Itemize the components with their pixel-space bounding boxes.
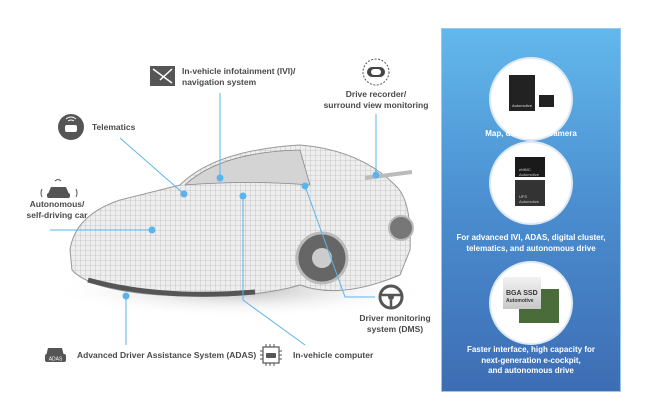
emmc-chip: eMMC Automotive: [515, 157, 545, 177]
telematics-label: Telematics: [92, 122, 136, 132]
caption-line: Map, dashboard camera: [485, 129, 577, 138]
chip-icon: [260, 344, 282, 366]
spoiler: [364, 170, 413, 180]
emmc-ufs-image: eMMC Automotive UFS Automotive: [489, 141, 573, 225]
telematics-icon: [58, 114, 84, 140]
adas-icon-text: ADAS: [49, 357, 63, 363]
caption-emmc-ufs: For advanced IVI, ADAS, digital cluster,…: [442, 233, 620, 254]
bga-automotive-text: Automotive: [506, 298, 534, 304]
microsd-card: [539, 95, 554, 107]
in-vehicle-computer-label: In-vehicle computer: [293, 350, 374, 360]
caption-line: next-generation e-cockpit,: [481, 355, 581, 365]
caption-line: telematics, and autonomous drive: [466, 243, 596, 253]
caption-sd: Map, dashboard camera: [442, 129, 620, 140]
recorder-label-line2: surround view monitoring: [323, 99, 429, 110]
recorder-label-line1: Drive recorder/: [345, 89, 407, 99]
ivi-label: In-vehicle infotainment (IVI)/navigation…: [182, 66, 295, 87]
front-grille: [87, 277, 256, 297]
rear-wheel: [388, 215, 414, 241]
caption-line: For advanced IVI, ADAS, digital cluster,: [456, 233, 606, 242]
autonomous-label: Autonomous/self-driving car: [27, 199, 88, 220]
connector-lines: [50, 93, 377, 346]
adas-icon: ADAS: [45, 348, 66, 363]
steering-wheel-icon: [378, 284, 404, 310]
ivi-label-line1: In-vehicle infotainment (IVI)/: [182, 66, 296, 76]
ivi-label-line2: navigation system: [182, 76, 257, 87]
caption-line: Faster interface, high capacity for: [466, 345, 596, 354]
autonomous-label-line1: Autonomous/: [29, 199, 85, 209]
ufs-chip: UFS Automotive: [515, 180, 545, 206]
sd-card: Automotive: [509, 75, 535, 111]
dashcam-icon: [362, 58, 390, 86]
autonomous-label-line2: self-driving car: [26, 209, 88, 220]
autonomous-car-icon: [40, 179, 78, 198]
callout-dots: [122, 171, 380, 300]
caption-line: and autonomous drive: [488, 366, 574, 375]
sd-card-label: Automotive: [511, 103, 532, 108]
windshield: [183, 149, 311, 186]
bga-ssd-text: BGA SSD: [506, 290, 538, 297]
navigation-icon: [150, 66, 175, 86]
adas-label: Advanced Driver Assistance System (ADAS): [77, 350, 257, 360]
drive-recorder-label: Drive recorder/surround view monitoring: [324, 89, 429, 110]
dms-label-line1: Driver monitoring: [359, 313, 431, 323]
dms-label-line2: system (DMS): [366, 323, 424, 334]
sd-card-image: Automotive: [489, 57, 573, 141]
memory-products-panel: Automotive Map, dashboard camera eMMC Au…: [441, 28, 621, 392]
